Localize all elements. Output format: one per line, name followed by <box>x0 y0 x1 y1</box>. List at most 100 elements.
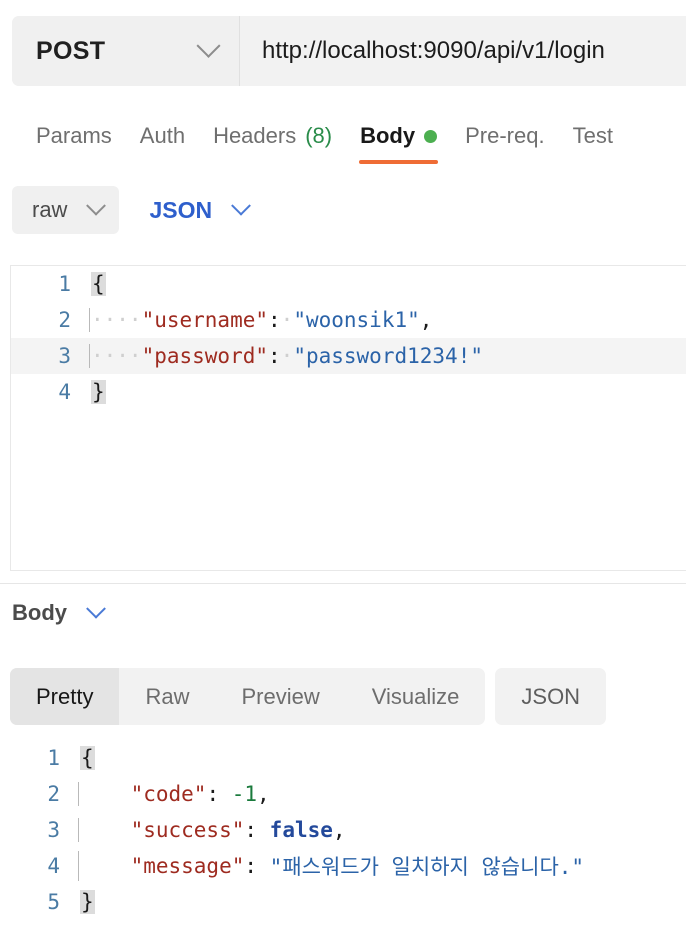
json-brace: } <box>91 380 106 404</box>
http-method-label: POST <box>36 36 106 65</box>
chevron-down-icon <box>86 598 106 619</box>
tab-headers[interactable]: Headers (8) <box>199 112 346 158</box>
code-line: 4} <box>11 374 686 410</box>
code-content: "code": -1, <box>78 782 270 806</box>
code-content: "message": "패스워드가 일치하지 않습니다." <box>78 851 584 881</box>
json-key: "password" <box>141 344 269 368</box>
request-body-editor[interactable]: 1{2····"username":·"woonsik1",3····"pass… <box>10 265 686 571</box>
response-view-tabs: Pretty Raw Preview Visualize JSON <box>10 668 607 725</box>
indent-guide <box>78 851 79 881</box>
json-brace: { <box>80 746 95 770</box>
indent-guide <box>89 308 90 332</box>
tab-tests[interactable]: Test <box>559 112 627 158</box>
tab-raw[interactable]: Raw <box>119 668 215 725</box>
tab-pre-request-label: Pre-req. <box>465 123 545 148</box>
response-view-segment-group: Pretty Raw Preview Visualize <box>10 668 486 725</box>
code-line: 3 ····"password":·"password1234!" <box>11 338 686 374</box>
json-indent-dots: · <box>280 344 294 368</box>
code-content: { <box>89 272 106 296</box>
tab-headers-label: Headers <box>213 123 297 148</box>
json-string: "패스워드가 일치하지 않습니다." <box>269 855 585 879</box>
chevron-down-icon <box>196 33 221 58</box>
response-format-label: JSON <box>521 683 581 709</box>
json-key: "message" <box>130 854 245 878</box>
json-string: "password1234!" <box>293 344 483 368</box>
code-line: 5} <box>0 884 686 920</box>
json-whitespace <box>80 854 131 878</box>
tab-visualize[interactable]: Visualize <box>346 668 486 725</box>
tab-params-label: Params <box>36 123 112 148</box>
panel-divider <box>0 583 686 584</box>
json-punct: : <box>244 818 270 842</box>
code-line: 2 "code": -1, <box>0 776 686 812</box>
line-number: 4 <box>47 854 60 878</box>
json-punct: : <box>206 782 232 806</box>
code-line: 1{ <box>0 740 686 776</box>
json-whitespace <box>80 818 131 842</box>
code-content: } <box>78 890 95 914</box>
body-type-controls: raw JSON <box>12 185 251 235</box>
tab-pretty[interactable]: Pretty <box>10 668 120 725</box>
indent-guide <box>78 782 79 806</box>
line-number: 2 <box>58 308 71 332</box>
json-indent-dots: · <box>280 308 294 332</box>
json-whitespace <box>80 782 131 806</box>
body-format-label: JSON <box>149 196 213 223</box>
json-indent-dots: ···· <box>91 344 142 368</box>
json-punct: : <box>244 854 270 878</box>
json-punct: , <box>257 782 270 806</box>
body-mode-label: raw <box>32 197 68 222</box>
json-brace: } <box>80 890 95 914</box>
code-content: "success": false, <box>78 818 346 842</box>
json-punct: , <box>419 308 433 332</box>
json-indent-dots: ···· <box>91 308 142 332</box>
response-body-selector[interactable]: Body <box>12 598 106 626</box>
tab-tests-label: Test <box>572 123 613 148</box>
request-url-bar: POST <box>12 16 686 86</box>
json-punct: : <box>268 308 281 332</box>
indent-guide <box>78 818 79 842</box>
json-boolean: false <box>269 818 333 842</box>
tab-auth[interactable]: Auth <box>126 112 199 158</box>
tab-pre-request[interactable]: Pre-req. <box>451 112 558 158</box>
line-number: 4 <box>58 380 71 404</box>
active-tab-underline <box>359 160 439 164</box>
line-number: 2 <box>47 782 60 806</box>
code-content: { <box>78 746 95 770</box>
json-key: "code" <box>130 782 207 806</box>
json-punct: : <box>268 344 281 368</box>
code-content: ····"username":·"woonsik1", <box>89 308 432 332</box>
json-string: "woonsik1" <box>293 308 420 332</box>
code-line: 4 "message": "패스워드가 일치하지 않습니다." <box>0 848 686 884</box>
body-present-dot-icon <box>424 129 438 143</box>
code-line: 2 ····"username":·"woonsik1", <box>11 302 686 338</box>
json-key: "success" <box>130 818 245 842</box>
request-url-input[interactable] <box>240 16 686 86</box>
response-body-viewer[interactable]: 1{2 "code": -1,3 "success": false,4 "mes… <box>0 740 686 938</box>
tab-params[interactable]: Params <box>22 112 126 158</box>
code-content: } <box>89 380 106 404</box>
line-number: 1 <box>58 272 71 296</box>
tab-auth-label: Auth <box>139 123 186 148</box>
json-key: "username" <box>141 308 269 332</box>
tab-preview-label: Preview <box>241 683 320 709</box>
body-mode-dropdown[interactable]: raw <box>12 186 120 234</box>
code-content: ····"password":·"password1234!" <box>89 344 483 368</box>
line-number: 3 <box>58 344 71 368</box>
headers-count-badge: (8) <box>305 123 333 148</box>
tab-pretty-label: Pretty <box>36 683 94 709</box>
code-line: 3 "success": false, <box>0 812 686 848</box>
tab-body-label: Body <box>360 123 416 148</box>
json-brace: { <box>91 272 106 296</box>
tab-preview[interactable]: Preview <box>215 668 345 725</box>
line-number: 3 <box>47 818 60 842</box>
body-format-dropdown[interactable]: JSON <box>149 195 251 224</box>
tab-visualize-label: Visualize <box>371 683 460 709</box>
tab-body[interactable]: Body <box>346 112 451 164</box>
response-body-label: Body <box>12 600 67 625</box>
line-number: 5 <box>47 890 60 914</box>
http-method-dropdown[interactable]: POST <box>12 16 240 86</box>
json-punct: , <box>332 818 346 842</box>
line-number: 1 <box>47 746 60 770</box>
response-format-dropdown[interactable]: JSON <box>495 668 607 725</box>
